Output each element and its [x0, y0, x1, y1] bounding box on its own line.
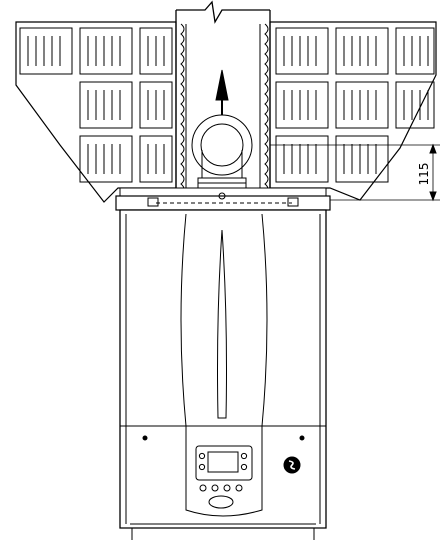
brick [335, 27, 389, 75]
main-switch [208, 495, 234, 509]
wall-section-left [15, 21, 177, 203]
brick-pattern-right [275, 27, 435, 183]
boiler-casing [119, 209, 327, 540]
brick [395, 27, 435, 75]
brick [139, 135, 173, 183]
control-panel [185, 425, 263, 517]
button-tr [240, 452, 248, 460]
brick [79, 135, 133, 183]
mounting-screw [142, 435, 148, 441]
flue-elbow [191, 114, 253, 189]
brick [275, 135, 329, 183]
flue-duct [175, 0, 271, 195]
boiler-logo-icon [283, 456, 301, 474]
brick [79, 81, 133, 129]
brick [275, 81, 329, 129]
dimension-115: 115 [270, 143, 440, 202]
dimension-label: 115 [417, 163, 431, 186]
brick [335, 81, 389, 129]
mounting-bracket [115, 187, 331, 211]
brick [19, 27, 73, 75]
break-line [176, 0, 270, 24]
insulation-left [180, 23, 185, 195]
brick-pattern-left [19, 27, 173, 183]
flue-direction-arrow [215, 69, 229, 118]
button-tl [198, 452, 206, 460]
brick [79, 27, 133, 75]
wall-section-right [269, 21, 437, 201]
button-ml [198, 463, 206, 471]
brick [335, 135, 389, 183]
brick [395, 81, 435, 129]
button-mr [240, 463, 248, 471]
brick [139, 81, 173, 129]
brick [139, 27, 173, 75]
insulation-right [264, 23, 269, 195]
brick [275, 27, 329, 75]
lcd-display [207, 451, 239, 473]
